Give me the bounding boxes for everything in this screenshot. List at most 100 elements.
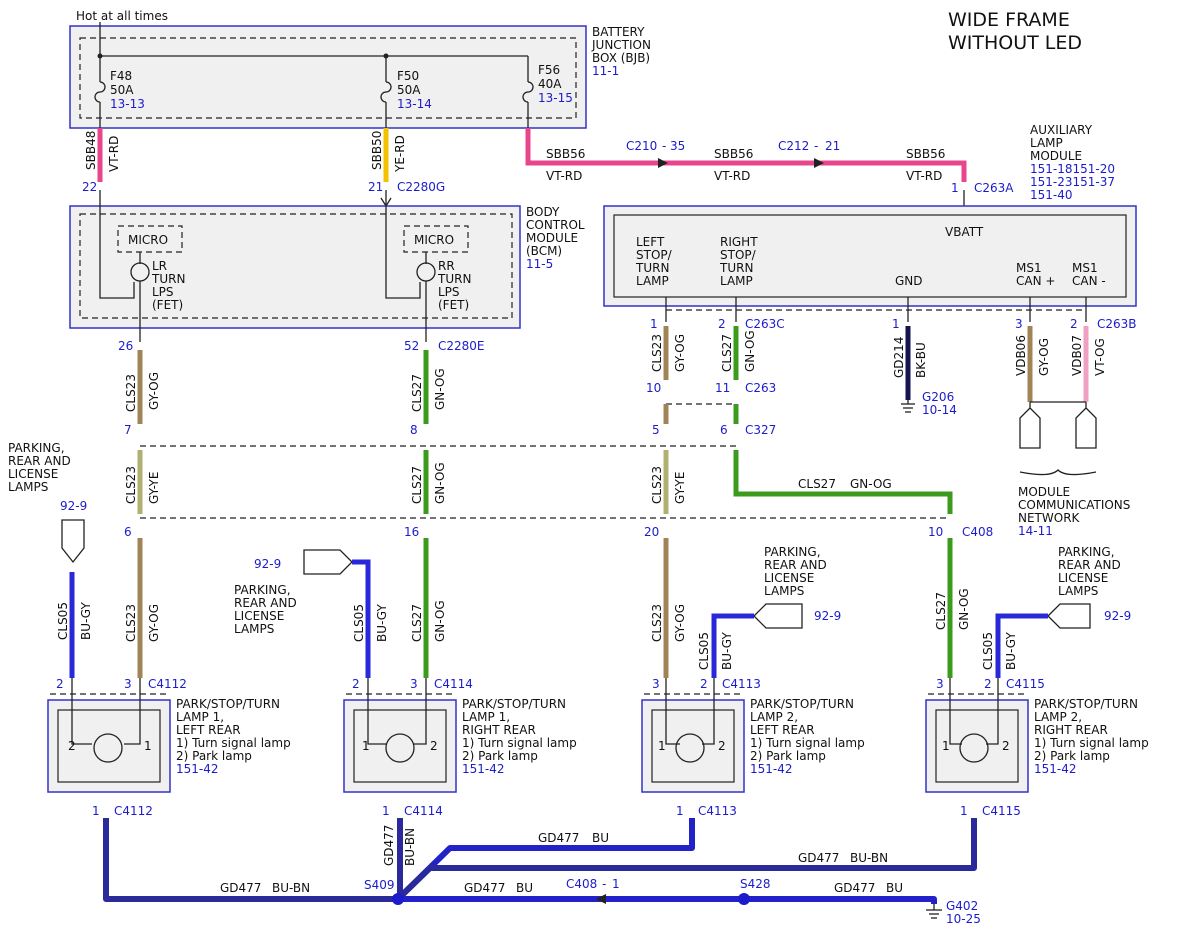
conn-c4113-b: C4113 — [698, 804, 737, 818]
alm-right-4: LAMP — [720, 274, 753, 288]
wire-cls05-d-label: CLS05 — [981, 632, 995, 670]
pin-16: 16 — [404, 525, 419, 539]
alm-left-1: LEFT — [636, 235, 665, 249]
conn-c4115-b: C4115 — [982, 804, 1021, 818]
prl-4-ref: 92-9 — [1104, 609, 1131, 623]
prl-3-ref: 92-9 — [814, 609, 841, 623]
alm-ms1p-2: CAN + — [1016, 274, 1055, 288]
conn-c263b: C263B — [1097, 317, 1137, 331]
lamp-3-pin-1: 1 — [658, 739, 666, 753]
wire-cls27-d-label: CLS27 — [934, 592, 948, 630]
pin-1: 1 — [676, 804, 684, 818]
fuse-f50-amp: 50A — [397, 83, 421, 97]
pin-3: 3 — [1015, 317, 1023, 331]
bcm-label-2: CONTROL — [526, 218, 585, 232]
bulb-4-icon — [959, 733, 989, 763]
fuse-f48-ref: 13-13 — [110, 97, 145, 111]
wire-cls05-d — [995, 613, 1048, 678]
lamp-2-label-2: LAMP 1, — [462, 710, 510, 724]
prl-3-label-2: REAR AND — [764, 558, 827, 572]
lamp-1-wire — [124, 678, 141, 745]
conn-c212: C212 — [778, 139, 809, 153]
prl-3-connector-icon — [753, 603, 803, 629]
bcm-ref: 11-5 — [526, 257, 553, 271]
mcn-label-3: NETWORK — [1018, 511, 1081, 525]
wire-cls23-d-label: CLS23 — [650, 466, 664, 504]
conn-c4115: C4115 — [1006, 677, 1045, 691]
wire-gd477-d: GD477 — [798, 851, 839, 865]
bjb-ref: 11-1 — [592, 64, 619, 78]
wire-gd477-f: GD477 — [834, 881, 875, 895]
conn-c263: C263 — [745, 381, 776, 395]
lamp-1-label-3: LEFT REAR — [176, 723, 241, 737]
bjb-label-3: BOX (BJB) — [592, 51, 650, 65]
wire-gd477-e-color: BU — [516, 881, 533, 895]
wire-cls05-c-color: BU-GY — [720, 632, 734, 670]
wire-gd477-a: GD477 — [220, 881, 261, 895]
wire-cls05-b-color: BU-GY — [375, 604, 389, 642]
lamp-2-wire — [414, 678, 427, 745]
wire-sbb56-label-2: SBB56 — [714, 147, 753, 161]
bjb-label-1: BATTERY — [592, 25, 645, 39]
bcm-rr-1: RR — [438, 259, 455, 273]
lamp-2-label-3: RIGHT REAR — [462, 723, 536, 737]
conn-c263c: C263C — [745, 317, 785, 331]
pin-52: 52 — [404, 339, 419, 353]
wire-cls23-e-label: CLS23 — [650, 604, 664, 642]
bcm-micro-right — [403, 225, 469, 253]
bcm-rr-4: (FET) — [438, 298, 469, 312]
conn-dash: - — [602, 877, 606, 891]
bulb-2-icon — [385, 733, 415, 763]
wire-cls27-alm-label: CLS27 — [720, 334, 734, 372]
hot-label: Hot at all times — [76, 9, 168, 23]
wire-gd477-a-color: BU-BN — [272, 881, 310, 895]
wire-cls23-e-color: GY-OG — [673, 604, 687, 642]
lamp-4-label-1: PARK/STOP/TURN — [1034, 697, 1138, 711]
wire-cls05-b-label: CLS05 — [352, 604, 366, 642]
wire-sbb56 — [525, 128, 967, 182]
conn-c2280g: C2280G — [397, 180, 445, 194]
pin-26: 26 — [118, 339, 133, 353]
alm-label-2: LAMP — [1030, 136, 1063, 150]
wire-cls23-d-color: GY-YE — [673, 472, 687, 504]
lamp-4-ref: 151-42 — [1034, 762, 1077, 776]
lamp-3-label-2: LAMP 2, — [750, 710, 798, 724]
lamp-3-wire — [665, 678, 680, 745]
wire-gd477-b: GD477 — [382, 825, 396, 866]
wire-sbb50-color: YE-RD — [393, 135, 407, 173]
prl-1-label-3: LICENSE — [8, 467, 58, 481]
lamp-1-label-4: 1) Turn signal lamp — [176, 736, 291, 750]
pin-10: 10 — [646, 381, 661, 395]
alm-ref-1: 151-18151-20 — [1030, 162, 1115, 176]
fuse-f48-amp: 50A — [110, 83, 134, 97]
alm-label-3: MODULE — [1030, 149, 1082, 163]
bcm-label-4: (BCM) — [526, 244, 562, 258]
pin-6: 6 — [720, 423, 728, 437]
bcm-inner — [79, 213, 513, 319]
prl-4-connector-icon — [1047, 603, 1091, 629]
lamp-3-label-5: 2) Park lamp — [750, 749, 826, 763]
pin-7: 7 — [124, 423, 132, 437]
pin-3: 3 — [936, 677, 944, 691]
prl-1-label-2: REAR AND — [8, 454, 71, 468]
pin-22: 22 — [82, 180, 97, 194]
alm-inner — [613, 214, 1127, 298]
splice-s409: S409 — [364, 878, 395, 892]
wire-sbb56-color-1: VT-RD — [546, 169, 582, 183]
pin-2: 2 — [700, 677, 708, 691]
bcm-micro-left — [117, 225, 183, 253]
fuse-f50 — [380, 56, 392, 128]
ground-harness — [103, 818, 977, 904]
bcm-lr-2: TURN — [151, 272, 185, 286]
mcn-label-1: MODULE — [1018, 485, 1070, 499]
wire-gd477-c: GD477 — [538, 831, 579, 845]
wire-cls05-a-label: CLS05 — [56, 602, 70, 640]
alm-ref-3: 151-40 — [1030, 188, 1073, 202]
ground-g402-ref: 10-25 — [946, 912, 981, 926]
alm-left-3: TURN — [635, 261, 669, 275]
lamp-1-label-5: 2) Park lamp — [176, 749, 252, 763]
mcn-connector-icon — [1075, 402, 1097, 449]
pin-8: 8 — [410, 423, 418, 437]
bcm-rr-wire — [385, 190, 421, 299]
fuse-f56-amp: 40A — [538, 77, 562, 91]
